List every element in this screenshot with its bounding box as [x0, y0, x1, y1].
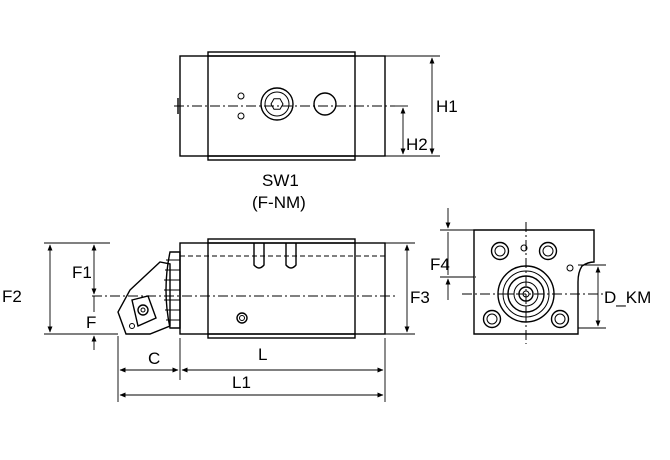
- dim-c-label: C: [148, 349, 160, 368]
- side-view: F2 F1 F F3 C L L1: [2, 238, 430, 402]
- side-view-body: [179, 242, 386, 335]
- bolt-hole-icon: [550, 309, 570, 329]
- dim-f3-label: F3: [410, 288, 430, 307]
- sw1-label: SW1: [262, 171, 299, 190]
- dim-f4-label: F4: [430, 255, 450, 274]
- bolt-hole-icon: [490, 241, 510, 261]
- f-nm-label: (F-NM): [252, 193, 306, 212]
- dim-f1-label: F1: [72, 263, 92, 282]
- hex-screw-icon: [260, 87, 294, 121]
- top-view: H1 H2 SW1 (F-NM): [174, 51, 458, 212]
- small-hole-icon: [237, 112, 245, 120]
- small-hole-icon: [566, 264, 574, 272]
- end-view-body: [473, 229, 595, 335]
- side-screw-icon: [236, 312, 248, 324]
- small-hole-icon: [520, 244, 528, 252]
- knurled-nose: [164, 251, 181, 329]
- bolt-hole-icon: [482, 309, 502, 329]
- dim-l-label: L: [258, 345, 267, 364]
- dim-l1-label: L1: [232, 373, 251, 392]
- insert-screw-icon: [137, 304, 149, 316]
- tool-head: [117, 261, 171, 335]
- end-view: F4 D_KM: [430, 208, 651, 344]
- port-hole-icon: [313, 92, 337, 116]
- dim-h1-label: H1: [436, 97, 458, 116]
- dim-f-label: F: [86, 313, 96, 332]
- bolt-hole-icon: [538, 241, 558, 261]
- small-hole-icon: [237, 92, 245, 100]
- dim-d-km-label: D_KM: [604, 288, 651, 307]
- dim-f2-label: F2: [2, 287, 22, 306]
- dim-h2-label: H2: [406, 135, 428, 154]
